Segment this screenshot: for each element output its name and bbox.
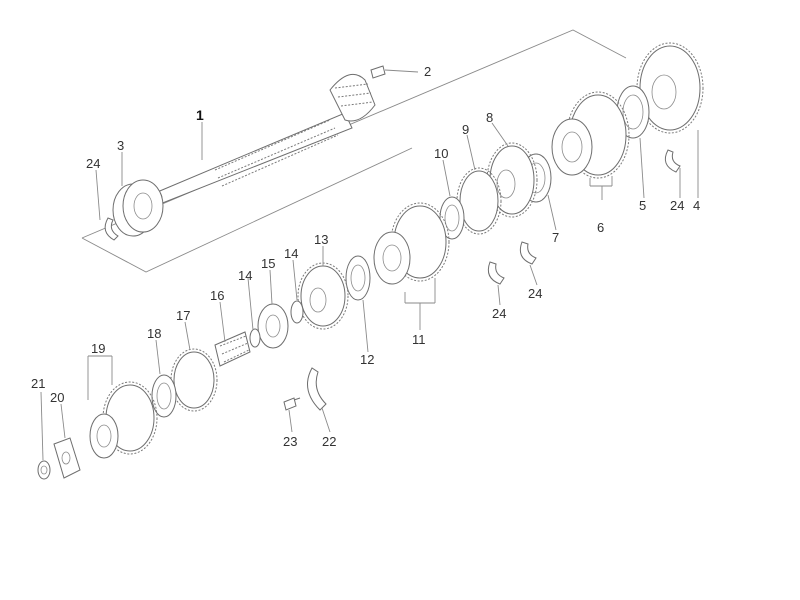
callout-23: 23 <box>283 434 297 449</box>
callout-12: 12 <box>360 352 374 367</box>
callout-18: 18 <box>147 326 161 341</box>
callout-24e: 24 <box>670 198 684 213</box>
synchro-assembly-6 <box>551 91 630 179</box>
gear-9 <box>456 167 502 235</box>
callout-21: 21 <box>31 376 45 391</box>
retaining-clip-24e <box>664 149 681 173</box>
bolt-23 <box>283 397 301 411</box>
callout-24a: 24 <box>86 156 100 171</box>
callout-1: 1 <box>196 107 204 123</box>
retaining-clip-24a <box>104 217 119 241</box>
bearing-3 <box>112 179 164 237</box>
assembly-boundary-line <box>81 29 627 273</box>
callout-17: 17 <box>176 308 190 323</box>
gear-13 <box>297 262 349 330</box>
callout-5: 5 <box>639 198 646 213</box>
leader-lines <box>40 69 699 461</box>
callout-20: 20 <box>50 390 64 405</box>
callout-24c: 24 <box>492 306 506 321</box>
callout-22: 22 <box>322 434 336 449</box>
callout-9: 9 <box>462 122 469 137</box>
callout-4: 4 <box>693 198 700 213</box>
callout-8: 8 <box>486 110 493 125</box>
ring-18 <box>151 374 177 418</box>
callout-3: 3 <box>117 138 124 153</box>
callout-14b: 14 <box>238 268 252 283</box>
bearing-15 <box>257 303 289 349</box>
callout-labels: 1 2 3 24 4 24 5 6 7 8 9 10 24 24 11 12 1… <box>31 64 700 449</box>
callout-7: 7 <box>552 230 559 245</box>
main-shaft <box>153 65 386 207</box>
gear-17 <box>170 348 218 412</box>
synchro-assembly-11 <box>373 202 450 285</box>
synchro-assembly-19 <box>89 381 158 459</box>
callout-14a: 14 <box>284 246 298 261</box>
washer-14b <box>249 328 261 348</box>
ring-12 <box>345 255 371 301</box>
callout-11: 11 <box>412 332 426 347</box>
bushing-10 <box>439 196 465 240</box>
callout-19: 19 <box>91 341 105 356</box>
needle-bearing-16 <box>214 331 251 367</box>
retaining-clip-24c <box>487 261 505 285</box>
callout-10: 10 <box>434 146 448 161</box>
callout-15: 15 <box>261 256 275 271</box>
fork-22 <box>307 367 327 411</box>
plate-20 <box>53 437 81 479</box>
washer-14a <box>290 300 304 324</box>
callout-6: 6 <box>597 220 604 235</box>
callout-13: 13 <box>314 232 328 247</box>
retaining-clip-24b <box>519 241 537 265</box>
callout-2: 2 <box>424 64 431 79</box>
nut-21 <box>37 460 51 480</box>
callout-24b: 24 <box>528 286 542 301</box>
callout-16: 16 <box>210 288 224 303</box>
